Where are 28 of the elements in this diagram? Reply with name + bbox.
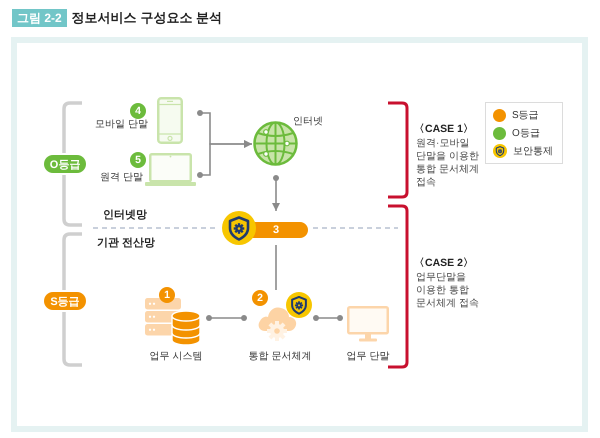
figure-title: 정보서비스 구성요소 분석 xyxy=(72,9,222,27)
legend-label: S등급 xyxy=(512,108,539,122)
network-zone-label: 인터넷망 xyxy=(103,208,147,222)
node-label: 모바일 단말 xyxy=(95,118,148,131)
node-label: 인터넷 xyxy=(293,115,323,128)
case-description: 업무단말을 이용한 통합 문서체계 접속 xyxy=(416,271,480,310)
connector-line xyxy=(313,315,343,321)
grade-tag: S등급 xyxy=(44,292,86,310)
connector-line xyxy=(275,245,277,290)
figure-number: 그림 2-2 xyxy=(12,9,67,27)
case-heading: 〈CASE 1〉 xyxy=(414,123,474,136)
node-label: 업무 단말 xyxy=(346,350,390,363)
connector-arrow xyxy=(197,140,252,178)
connector-line xyxy=(206,315,247,321)
step-number: 4 xyxy=(130,103,146,119)
step-number: 1 xyxy=(159,287,175,303)
case-description: 원격·모바일 단말을 이용한 통합 문서체계 접속 xyxy=(416,137,480,189)
grade-tag: O등급 xyxy=(44,155,86,173)
connector-arrow xyxy=(272,175,280,211)
network-zone-label: 기관 전산망 xyxy=(97,236,156,250)
step-number: 2 xyxy=(252,290,268,306)
case-heading: 〈CASE 2〉 xyxy=(414,257,474,270)
node-label: 통합 문서체계 xyxy=(248,350,312,363)
legend-label: 보안통제 xyxy=(513,144,553,158)
step-number: 5 xyxy=(130,152,146,168)
node-label: 원격 단말 xyxy=(100,171,143,184)
legend-label: O등급 xyxy=(512,126,540,140)
node-label: 업무 시스템 xyxy=(150,350,202,363)
